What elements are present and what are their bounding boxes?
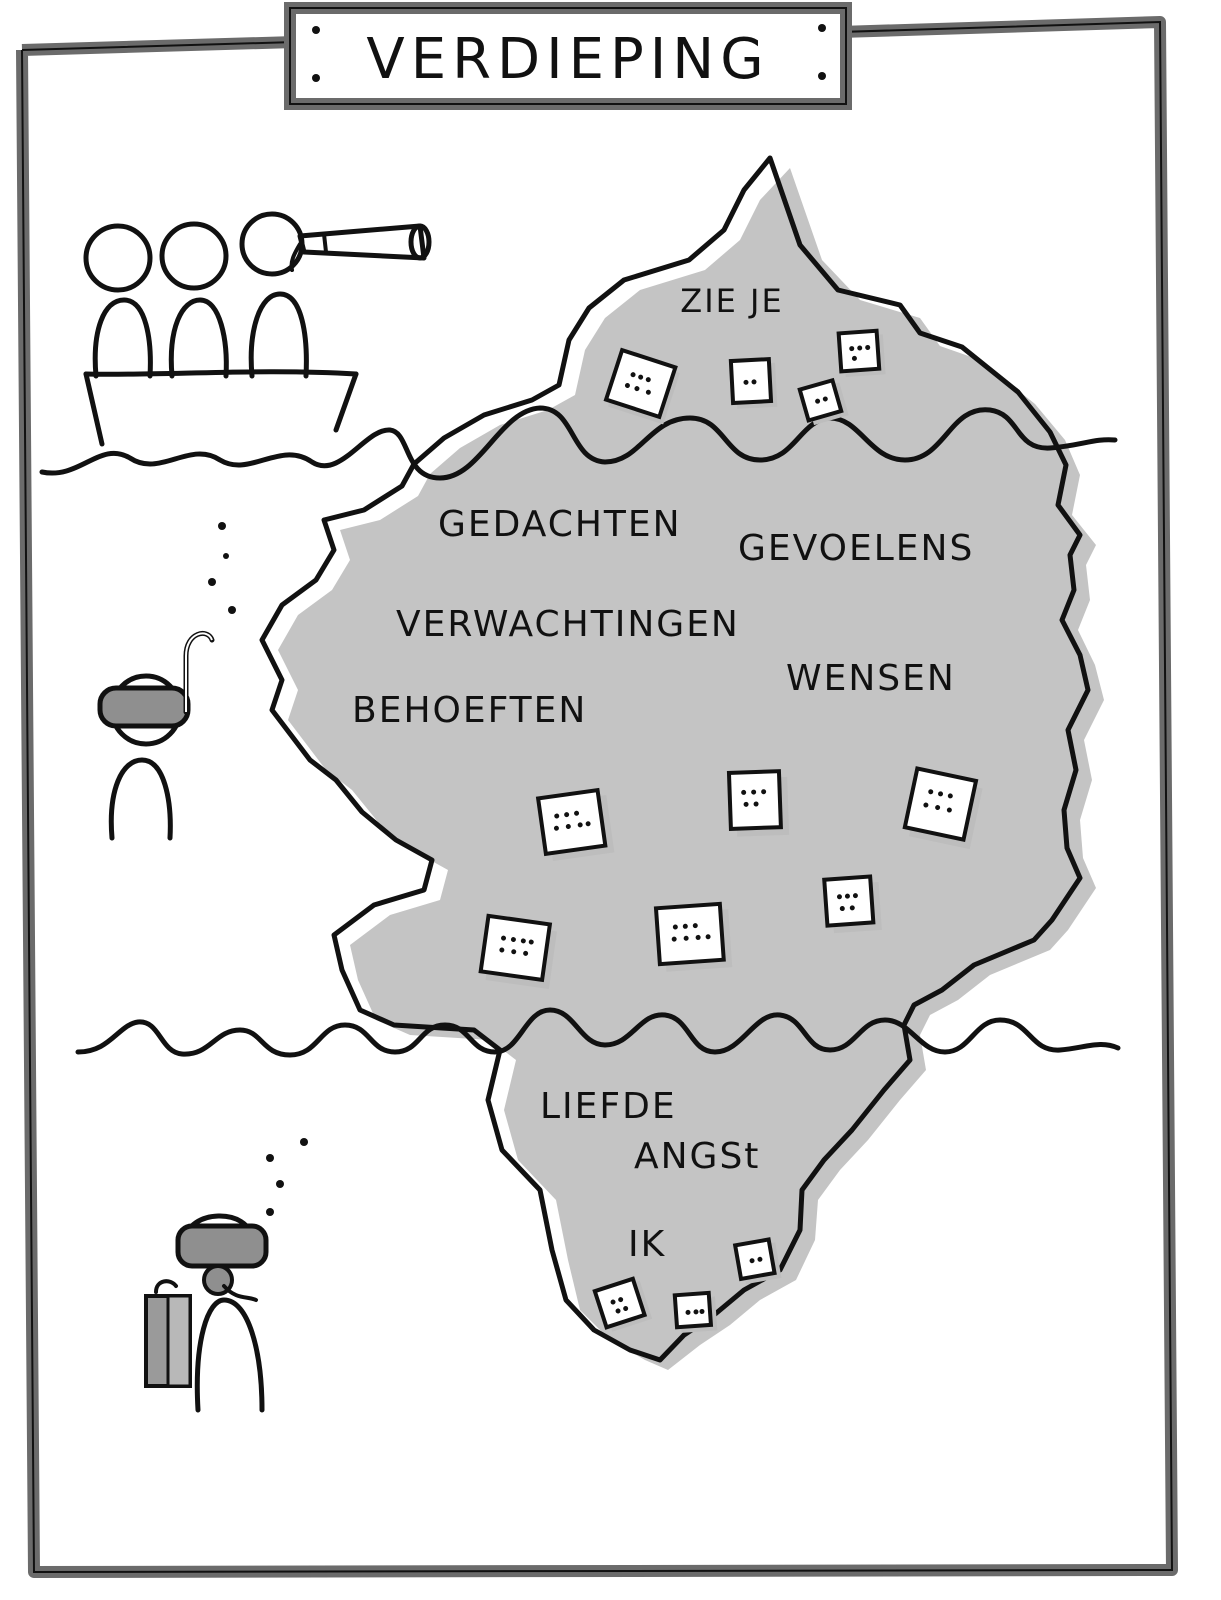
sticky-note-icon bbox=[822, 874, 882, 934]
label-gevoelens: GEVOELENS bbox=[738, 528, 974, 569]
page-frame bbox=[16, 16, 1178, 1578]
iceberg-shadow bbox=[278, 168, 1104, 1370]
telescope-icon bbox=[289, 223, 432, 272]
label-liefde: LIEFDE bbox=[540, 1086, 677, 1127]
scuba-diver-icon bbox=[144, 1138, 308, 1413]
sticky-note-icon bbox=[797, 377, 849, 426]
sticky-note-icon bbox=[603, 347, 680, 425]
sticky-note-icon bbox=[902, 766, 983, 850]
iceberg-labels: ZIE JE GEDACHTEN GEVOELENS VERWACHTINGEN… bbox=[352, 282, 974, 1265]
sticky-note-icon bbox=[653, 901, 733, 972]
label-zie-je: ZIE JE bbox=[680, 282, 783, 320]
sticky-note-icon bbox=[535, 787, 615, 862]
page-title: VERDIEPING bbox=[366, 27, 769, 92]
sticky-notes bbox=[478, 328, 983, 1333]
title-plate: VERDIEPING bbox=[284, 2, 852, 110]
sticky-note-icon bbox=[592, 1276, 653, 1332]
sticky-note-icon bbox=[732, 1237, 782, 1285]
sticky-note-icon bbox=[478, 913, 557, 989]
label-gedachten: GEDACHTEN bbox=[438, 504, 682, 545]
waterline-surface bbox=[39, 405, 1118, 481]
iceberg bbox=[259, 155, 1091, 1363]
snorkeler-icon bbox=[97, 522, 236, 841]
label-angst: ANGSt bbox=[634, 1136, 760, 1177]
label-ik: IK bbox=[628, 1224, 666, 1265]
sticky-note-icon bbox=[726, 769, 790, 837]
boat-with-people-icon bbox=[83, 211, 359, 447]
label-verwachtingen: VERWACHTINGEN bbox=[396, 604, 740, 645]
label-behoeften: BEHOEFTEN bbox=[352, 690, 587, 731]
sticky-note-icon bbox=[728, 356, 778, 409]
sticky-note-icon bbox=[836, 328, 886, 378]
waterline-deep bbox=[75, 1007, 1121, 1058]
label-wensen: WENSEN bbox=[786, 658, 956, 699]
sticky-note-icon bbox=[672, 1290, 718, 1333]
